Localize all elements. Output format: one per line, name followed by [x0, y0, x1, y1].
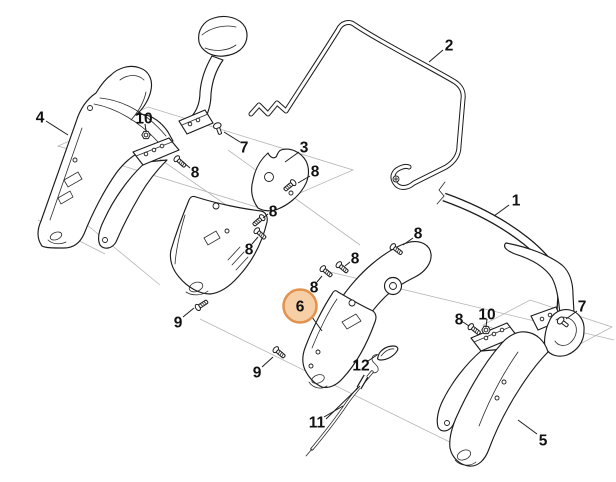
callout-7[interactable]: 7: [578, 298, 587, 315]
callout-4[interactable]: 4: [36, 109, 45, 126]
screw-8: [466, 322, 483, 337]
callout-leader-10: [144, 123, 147, 132]
part-6-arm: [339, 240, 432, 321]
callout-leader-8: [316, 275, 323, 283]
callout-8[interactable]: 8: [191, 164, 200, 181]
nut-10: [141, 130, 151, 140]
callout-leader-3: [284, 151, 300, 163]
callout-leader-6: [311, 316, 323, 332]
callout-leader-7: [565, 310, 578, 320]
callout-9[interactable]: 9: [253, 364, 262, 381]
callout-3[interactable]: 3: [300, 139, 309, 156]
support-bracket-plate: [178, 109, 214, 135]
callout-leader-2: [428, 49, 444, 63]
callout-leader-11: [325, 385, 361, 420]
callout-leader-4: [45, 120, 69, 136]
callout-leader-5: [517, 419, 538, 435]
nut-10: [481, 325, 491, 335]
callout-leader-10: [485, 318, 488, 328]
callout-8[interactable]: 8: [245, 241, 254, 258]
callout-leader-8: [262, 213, 269, 219]
screw-9: [271, 345, 288, 361]
callout-2[interactable]: 2: [445, 37, 454, 54]
screw-8: [334, 260, 351, 276]
part-3-handle-housing: [169, 148, 310, 296]
callout-leader-8: [182, 161, 191, 169]
callout-11[interactable]: 11: [309, 414, 326, 431]
part-6-handle-housing: [302, 240, 432, 389]
screw-8: [172, 154, 188, 170]
callout-leader-8: [462, 321, 470, 327]
part-12-clip: [377, 345, 399, 361]
left-mount-plate: [132, 137, 180, 166]
cable-hook: [370, 354, 382, 374]
callout-6[interactable]: 6: [296, 298, 305, 315]
callout-leader-12: [367, 354, 378, 362]
part-6-body: [302, 290, 377, 389]
callout-5[interactable]: 5: [539, 432, 548, 449]
callout-8[interactable]: 8: [414, 225, 423, 242]
callout-leader-7: [223, 131, 241, 143]
callout-8[interactable]: 8: [269, 203, 278, 220]
callout-leader-8: [251, 236, 259, 245]
callout-leader-8: [297, 175, 311, 184]
callout-8[interactable]: 8: [351, 250, 360, 267]
screw-9: [193, 297, 210, 313]
bolt-7: [212, 121, 225, 136]
part-5-handle-housing: [449, 242, 585, 467]
callout-1[interactable]: 1: [512, 192, 521, 209]
callout-leader-9: [261, 356, 274, 368]
housing-window: [63, 171, 83, 188]
callout-8[interactable]: 8: [311, 163, 320, 180]
callout-leader-8: [402, 237, 414, 246]
part-2-bail-handle: [248, 20, 466, 190]
part-3-body: [169, 195, 268, 295]
callout-9[interactable]: 9: [174, 314, 183, 331]
part-11-cable: [305, 354, 382, 457]
tube-break-line: [436, 181, 446, 205]
callout-10[interactable]: 10: [135, 110, 152, 127]
callout-8[interactable]: 8: [310, 279, 319, 296]
callout-7[interactable]: 7: [240, 139, 249, 156]
callout-8[interactable]: 8: [455, 311, 464, 328]
support-bracket: [178, 15, 248, 135]
part-4-handle-housing: [37, 65, 174, 249]
part-6-window: [341, 313, 362, 330]
callout-leader-9: [182, 307, 195, 318]
left-mount-arm: [98, 137, 180, 249]
callout-10[interactable]: 10: [478, 306, 495, 323]
highlight-circle[interactable]: [282, 288, 318, 324]
callout-leader-1: [493, 204, 510, 217]
callout-leader-8: [344, 261, 351, 267]
callout-12[interactable]: 12: [352, 357, 369, 374]
part-3-bracket-wing: [251, 148, 310, 212]
